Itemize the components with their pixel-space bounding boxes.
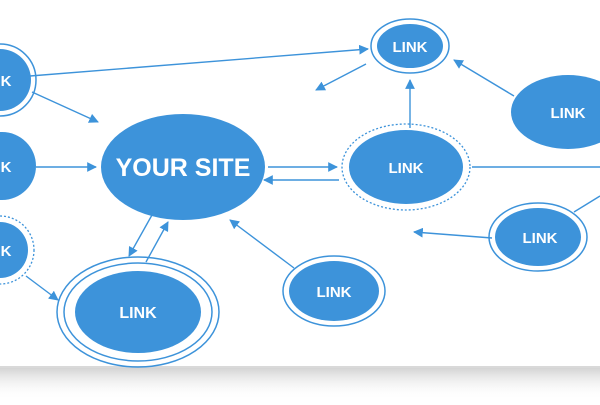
node-link-top[interactable]: LINK (370, 18, 450, 74)
node-link-left-top[interactable]: LINK (0, 43, 37, 117)
edge-left-low-to-bottom-left (25, 275, 59, 301)
node-dotted-ring (341, 123, 471, 211)
node-label: LINK (0, 243, 12, 260)
node-outline-ring (370, 18, 450, 74)
node-link-bottom-center[interactable]: LINK (282, 255, 386, 327)
node-link-center-right[interactable]: LINK (341, 123, 471, 211)
node-disc (511, 75, 600, 149)
node-link-right-top[interactable]: LINK (511, 75, 600, 149)
node-outline-ring (0, 43, 37, 117)
node-label: LINK (389, 160, 424, 177)
page-edge (0, 366, 600, 368)
node-disc (377, 24, 443, 68)
node-label: YOUR SITE (116, 154, 251, 182)
node-label: LINK (0, 73, 12, 90)
edges (25, 44, 600, 301)
node-link-bottom-left[interactable]: LINK (56, 256, 220, 368)
node-disc (0, 49, 31, 111)
node-outline-ring (488, 202, 588, 272)
node-label: LINK (317, 284, 352, 301)
edge-link-top-to-empty (315, 63, 367, 91)
edge-your-site-to-bottom-left (128, 214, 153, 257)
node-label: LINK (523, 230, 558, 247)
node-label: LINK (0, 159, 12, 176)
node-disc (289, 261, 379, 321)
node-link-right-mid[interactable]: LINK (488, 202, 588, 272)
node-disc (495, 208, 581, 266)
edge-bottom-left-to-your-site (145, 221, 169, 263)
node-inner-ring (63, 262, 213, 362)
node-link-left-low[interactable]: LINK (0, 215, 35, 285)
edge-right-mid-to-empty (413, 227, 493, 239)
edge-left-top-to-link-top (29, 44, 369, 77)
node-label: LINK (119, 305, 157, 322)
edge-offscreen-to-right-mid (573, 195, 600, 213)
edge-right-top-to-link-top (453, 59, 515, 97)
node-disc (75, 271, 201, 353)
page-shadow (0, 368, 600, 400)
node-dashed-ring (0, 215, 35, 285)
node-outline-ring (282, 255, 386, 327)
node-label: LINK (551, 105, 586, 122)
node-disc (349, 130, 463, 204)
node-your-site[interactable]: YOUR SITE (101, 114, 265, 220)
edge-left-top-to-your-site (31, 91, 99, 123)
node-link-left-mid[interactable]: LINK (0, 132, 36, 200)
node-outer-ring (56, 256, 220, 368)
node-disc (101, 114, 265, 220)
node-disc (0, 132, 36, 200)
node-label: LINK (393, 39, 428, 56)
node-disc (0, 222, 28, 278)
edge-bottom-center-to-your-site (229, 219, 295, 269)
